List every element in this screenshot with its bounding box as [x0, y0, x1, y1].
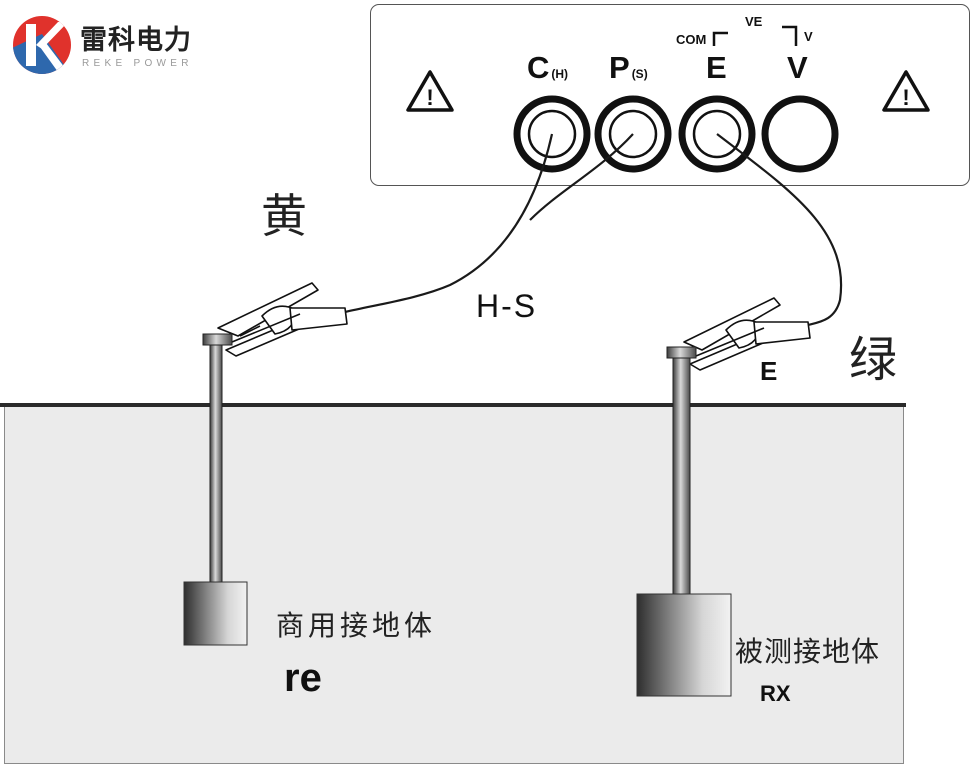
wire-e	[716, 133, 843, 327]
warning-triangle-icon-left: !	[406, 70, 454, 112]
soil-area	[4, 407, 904, 764]
electrode-left	[183, 333, 248, 646]
brand-name: 雷科电力	[80, 25, 192, 56]
com-ve-bracket	[712, 25, 798, 46]
electrode-right	[636, 346, 732, 697]
terminal-p-main: P	[609, 50, 630, 85]
alligator-clip-left	[217, 282, 348, 357]
wire-c	[344, 133, 554, 314]
terminal-label-p: P(S)	[609, 50, 648, 86]
v-bracket-label: V	[804, 29, 813, 44]
terminal-label-c: C(H)	[527, 50, 568, 86]
svg-text:!: !	[426, 85, 433, 110]
terminal-e-main: E	[706, 50, 727, 85]
terminal-v-main: V	[787, 50, 808, 85]
left-electrode-code: re	[284, 656, 322, 700]
wire-p	[529, 133, 634, 221]
green-wire-label: 绿	[849, 332, 898, 388]
right-electrode-name: 被测接地体	[735, 635, 881, 668]
ve-label: VE	[745, 14, 763, 29]
alligator-clip-right	[683, 297, 811, 371]
warning-triangle-icon-right: !	[882, 70, 930, 112]
ground-surface-line	[0, 403, 906, 407]
hs-label: H-S	[476, 288, 538, 324]
left-electrode-name: 商用接地体	[276, 609, 437, 642]
terminal-c-sub: (H)	[551, 67, 569, 81]
svg-text:!: !	[902, 85, 909, 110]
com-label: COM	[676, 32, 707, 47]
meter-terminal-panel	[370, 4, 970, 186]
brand-subtitle: REKE POWER	[82, 58, 193, 69]
socket-v	[761, 95, 839, 173]
right-electrode-code: RX	[760, 681, 791, 706]
terminal-p-sub: (S)	[631, 67, 648, 81]
terminal-label-e: E	[706, 50, 727, 86]
terminal-label-v: V	[787, 50, 808, 86]
terminal-c-main: C	[527, 50, 550, 85]
reke-logo-icon	[13, 16, 71, 74]
yellow-wire-label: 黄	[261, 189, 307, 243]
e-wire-label: E	[760, 356, 778, 386]
